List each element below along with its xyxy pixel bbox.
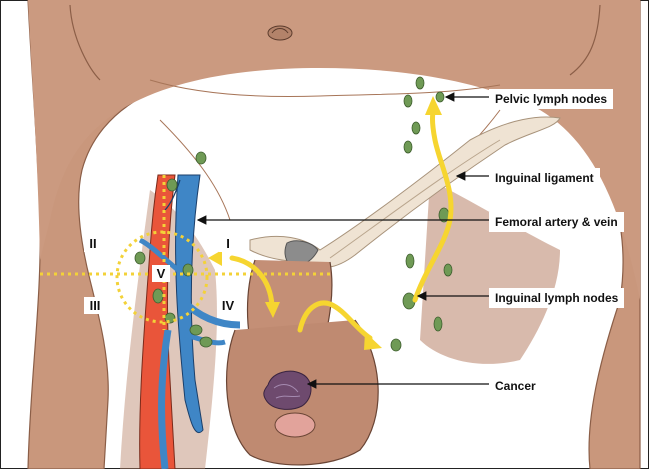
zone-label-v: V: [152, 265, 170, 282]
zone-label-iii: III: [84, 297, 106, 314]
zone-label-i: I: [219, 235, 237, 252]
callout-cancer: Cancer: [489, 376, 542, 396]
navel-icon: [268, 26, 292, 40]
callout-inguinal-lymph-nodes: Inguinal lymph nodes: [489, 288, 624, 308]
zone-label-ii: II: [84, 235, 102, 252]
callout-inguinal-ligament: Inguinal ligament: [489, 168, 600, 188]
glans: [275, 413, 315, 437]
zone-label-iv: IV: [217, 297, 239, 314]
callout-femoral-artery-vein: Femoral artery & vein: [489, 212, 624, 232]
callout-pelvic-lymph-nodes: Pelvic lymph nodes: [489, 89, 613, 109]
